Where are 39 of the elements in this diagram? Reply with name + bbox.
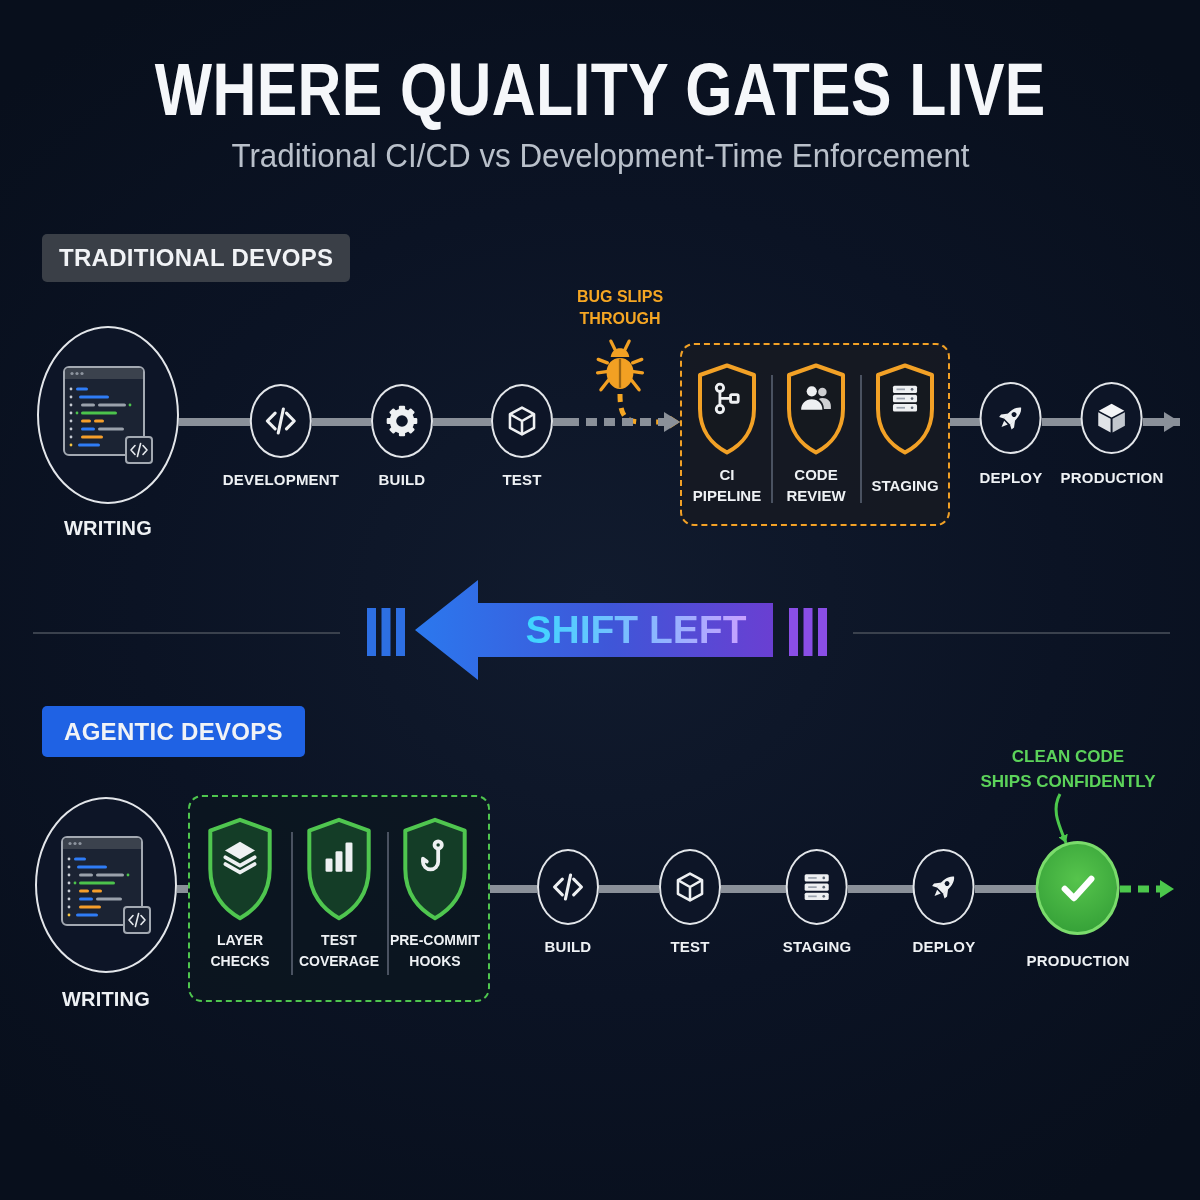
dashed-arrow bbox=[553, 412, 680, 432]
connector-line bbox=[950, 418, 981, 426]
subtitle: Traditional CI/CD vs Development-Time Enforcement bbox=[230, 138, 970, 175]
gate-label: CODE REVIEW bbox=[785, 465, 847, 506]
dashed-group-box bbox=[188, 795, 490, 1002]
connector-line bbox=[720, 885, 787, 893]
gate-label: CI PIPELINE bbox=[691, 465, 763, 506]
connector-line bbox=[490, 885, 538, 893]
section-badge: AGENTIC DEVOPS bbox=[42, 706, 305, 757]
step-label: TEST bbox=[670, 938, 710, 956]
connector-line bbox=[598, 885, 660, 893]
step-label: BUILD bbox=[378, 471, 426, 489]
step-label: TEST bbox=[502, 471, 542, 489]
connector-line bbox=[178, 418, 250, 426]
connector-line bbox=[433, 418, 491, 426]
step-label: WRITING bbox=[61, 987, 151, 1011]
warning-label: BUG SLIPS THROUGH bbox=[575, 287, 665, 329]
gate-label: LAYER CHECKS bbox=[209, 931, 271, 971]
step-label: DEVELOPMENT bbox=[222, 471, 340, 489]
gate-label: PRE-COMMIT HOOKS bbox=[388, 931, 482, 971]
dashed-group-box bbox=[680, 343, 950, 526]
section-badge: TRADITIONAL DEVOPS bbox=[42, 234, 351, 282]
dashed-arrow bbox=[1120, 880, 1174, 898]
connector-line bbox=[847, 885, 914, 893]
step-label: BUILD bbox=[544, 938, 592, 956]
connector-line bbox=[176, 885, 188, 893]
connector-line bbox=[1041, 418, 1082, 426]
gate-label: TEST COVERAGE bbox=[297, 931, 381, 971]
curved-arrow bbox=[1054, 793, 1068, 844]
connector-line bbox=[312, 418, 371, 426]
connector-line bbox=[974, 885, 1036, 893]
step-label: WRITING bbox=[63, 516, 153, 540]
gate-label: STAGING bbox=[871, 475, 939, 496]
step-label: STAGING bbox=[782, 938, 852, 956]
step-label: DEPLOY bbox=[979, 469, 1043, 487]
step-label: PRODUCTION bbox=[1060, 469, 1164, 487]
step-label: PRODUCTION bbox=[1026, 952, 1130, 970]
step-label: DEPLOY bbox=[912, 938, 976, 956]
callout-text: CLEAN CODE SHIPS CONFIDENTLY bbox=[980, 744, 1156, 794]
